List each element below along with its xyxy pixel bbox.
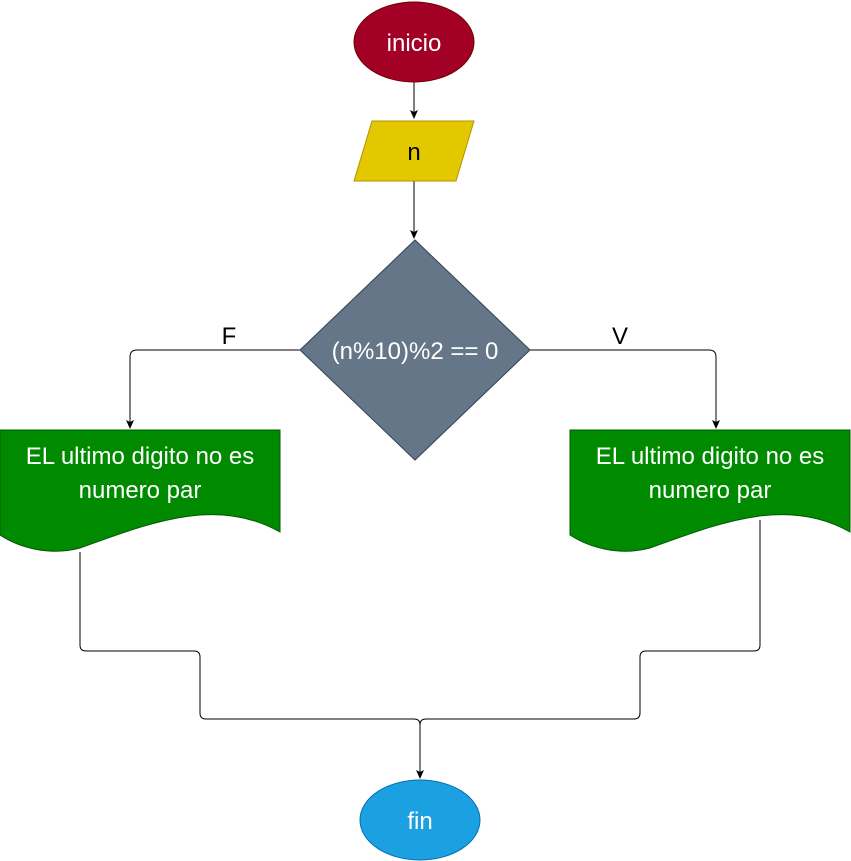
input-parallelogram xyxy=(353,120,475,182)
output-false-document xyxy=(0,429,281,552)
output-node-false[interactable]: EL ultimo digito no es numero par xyxy=(0,429,281,552)
decision-label: (n%10)%2 == 0 xyxy=(332,338,499,365)
output-false-line1: EL ultimo digito no es xyxy=(26,443,255,470)
start-ellipse xyxy=(353,1,475,83)
end-ellipse xyxy=(359,779,481,861)
output-false-line2: numero par xyxy=(79,477,202,504)
input-node[interactable]: n xyxy=(353,120,475,182)
input-label: n xyxy=(407,139,420,166)
edges xyxy=(79,82,761,779)
output-node-true[interactable]: EL ultimo digito no es numero par xyxy=(569,429,851,552)
output-true-line2: numero par xyxy=(649,477,772,504)
decision-diamond xyxy=(299,239,531,461)
edge-decision-false xyxy=(126,349,300,429)
end-node[interactable]: fin xyxy=(359,779,481,861)
edge-label-false: F xyxy=(222,323,237,350)
start-node[interactable]: inicio xyxy=(353,1,475,83)
end-label: fin xyxy=(407,808,432,835)
edge-decision-true xyxy=(530,349,720,429)
decision-node[interactable]: (n%10)%2 == 0 xyxy=(299,239,531,461)
edge-label-true: V xyxy=(612,323,628,350)
start-label: inicio xyxy=(387,30,442,57)
edge-true-output-to-merge xyxy=(416,520,761,779)
output-true-document xyxy=(569,429,851,552)
output-true-line1: EL ultimo digito no es xyxy=(596,443,825,470)
edge-false-output-to-merge xyxy=(79,552,421,778)
